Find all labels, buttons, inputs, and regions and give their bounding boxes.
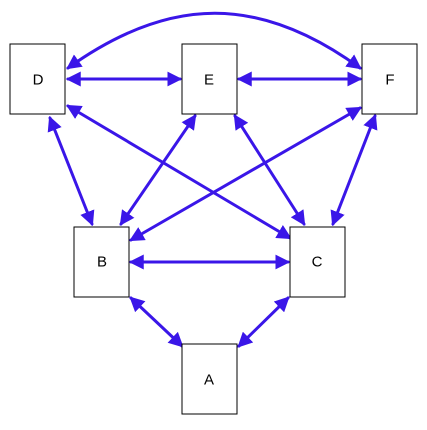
node-c-box: [289, 226, 346, 298]
node-e: E: [181, 43, 238, 115]
edge-f-b: [129, 106, 362, 242]
edge-d-b: [47, 115, 95, 227]
node-c: C: [289, 226, 346, 298]
node-d-label: D: [33, 72, 44, 89]
node-c-label: C: [312, 254, 323, 271]
node-f-box: [361, 43, 418, 115]
edge-d-c: [66, 104, 292, 240]
node-e-box: [181, 43, 238, 115]
edge-d-f: [66, 11, 362, 70]
node-a: A: [181, 343, 238, 415]
edge-b-a: [129, 296, 184, 348]
edge-e-c: [233, 114, 306, 226]
node-f-label: F: [385, 72, 394, 89]
edges-layer: [47, 11, 378, 348]
node-b: B: [73, 226, 130, 298]
edge-c-a: [237, 296, 290, 348]
edge-f-c: [330, 113, 378, 227]
node-d: D: [9, 43, 66, 115]
node-f: F: [361, 43, 418, 115]
node-d-box: [9, 43, 66, 115]
node-b-box: [73, 226, 130, 298]
node-e-label: E: [204, 72, 214, 89]
node-a-box: [181, 343, 238, 415]
node-a-label: A: [204, 372, 214, 389]
node-b-label: B: [97, 254, 107, 271]
